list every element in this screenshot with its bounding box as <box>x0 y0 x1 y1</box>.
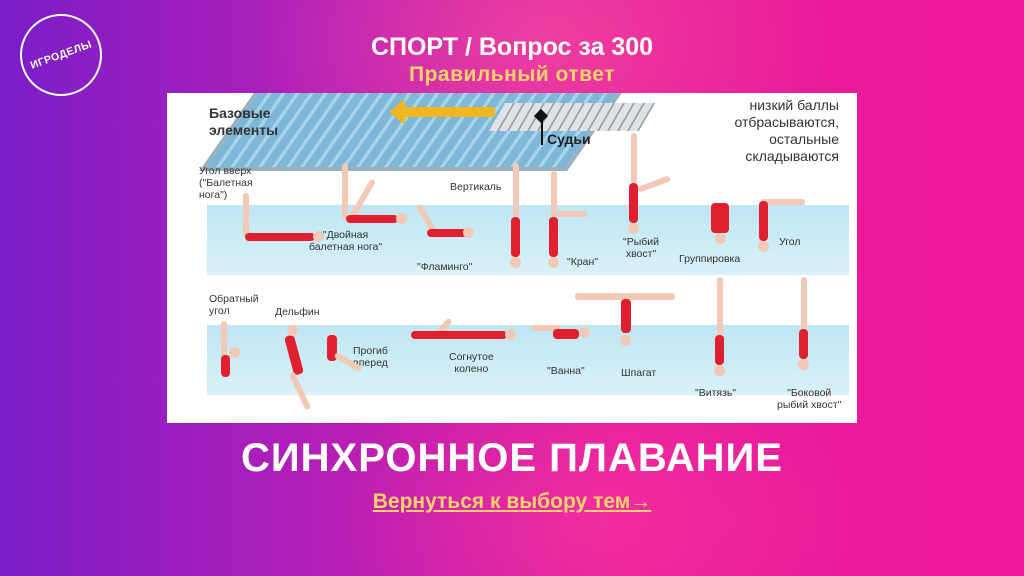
position-label: "Боковой рыбий хвост" <box>777 387 842 411</box>
position-label: "Фламинго" <box>417 261 473 273</box>
position-label: "Двойная балетная нога" <box>309 229 383 253</box>
question-title: СПОРТ / Вопрос за 300 <box>370 33 654 61</box>
judges-label: Судьи <box>547 131 591 147</box>
position-label: Шпагат <box>621 367 657 379</box>
position-label: Угол <box>779 236 801 248</box>
direction-arrow-icon <box>389 99 495 125</box>
logo: ИГРОДЕЛЫ <box>20 14 102 96</box>
position-label: Прогиб вперед <box>353 345 388 369</box>
scoring-note: низкий баллы отбрасываются, остальные ск… <box>734 97 839 164</box>
answer-illustration: Базовые элементы Судьи низкий баллы отбр… <box>167 93 857 423</box>
back-to-topics-link[interactable]: Вернуться к выбору тем→ <box>372 490 652 513</box>
judges-stand <box>488 103 656 131</box>
position-label: "Витязь" <box>695 387 737 399</box>
position-label: Угол вверх ("Балетная нога") <box>199 165 253 201</box>
position-label: "Ванна" <box>547 365 585 377</box>
position-label: Группировка <box>679 253 741 265</box>
position-label: Обратный угол <box>209 293 259 317</box>
water-band-bottom <box>207 325 849 395</box>
answer-subtitle: Правильный ответ <box>409 63 615 86</box>
judge-pointer-line <box>541 115 543 145</box>
position-label: Согнутое колено <box>449 351 494 375</box>
figure-heading: Базовые элементы <box>209 105 279 138</box>
position-label: Вертикаль <box>450 181 502 193</box>
main-title: СИНХРОННОЕ ПЛАВАНИЕ <box>241 436 783 480</box>
back-link-container: Вернуться к выбору тем→ <box>0 490 1024 514</box>
position-label: Дельфин <box>275 306 320 318</box>
position-label: "Рыбий хвост" <box>623 236 660 260</box>
header: СПОРТ / Вопрос за 300 Правильный ответ <box>0 32 1024 88</box>
position-label: "Кран" <box>567 256 599 268</box>
